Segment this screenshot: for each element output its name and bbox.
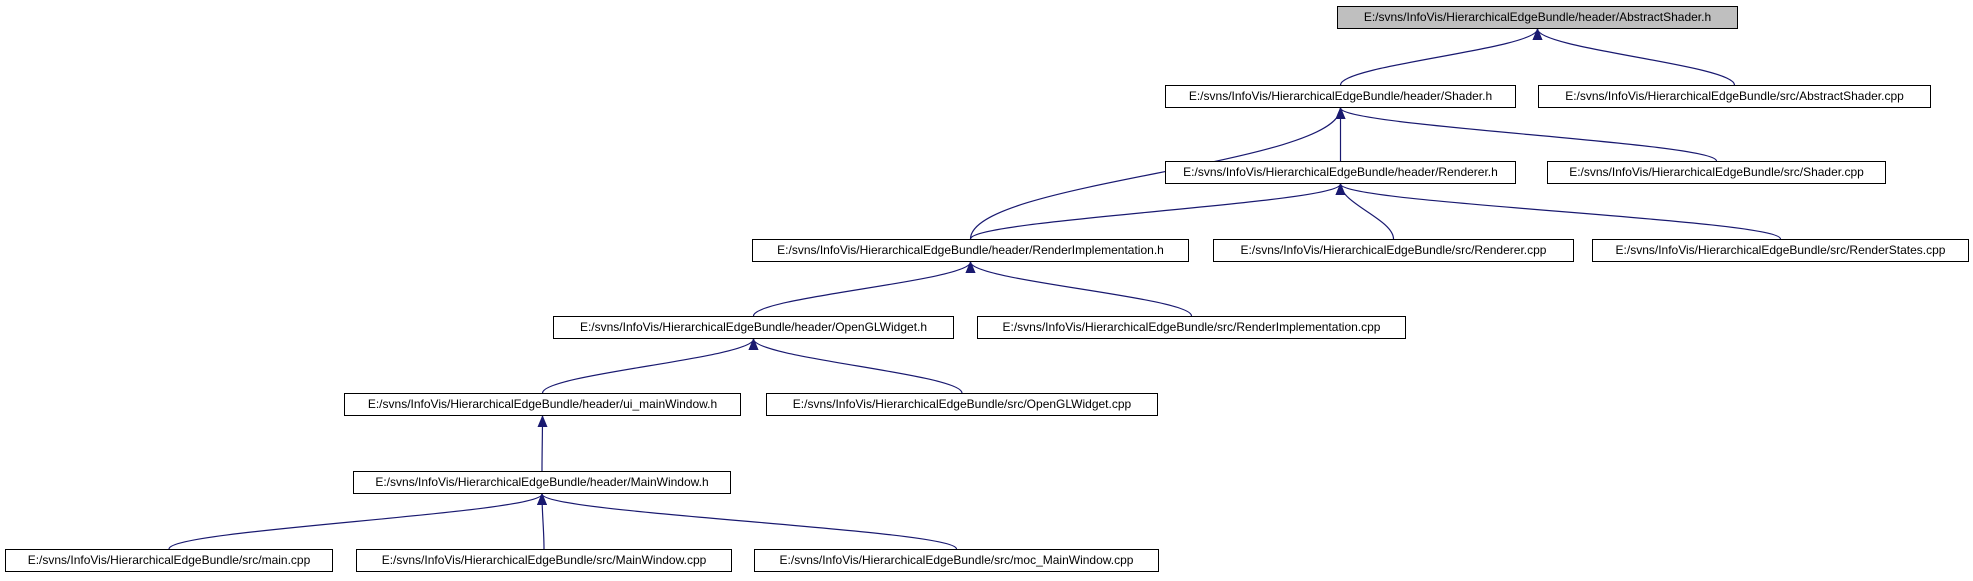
edge-main_cpp-to-mainwindow_h: [168, 493, 547, 550]
edge-renderstates_cpp-to-renderer_h: [1335, 183, 1782, 240]
edge-ui_mainwindow_h-to-openglwidget_h: [541, 338, 759, 394]
node-renderer-cpp[interactable]: E:/svns/InfoVis/HierarchicalEdgeBundle/s…: [1213, 239, 1574, 262]
node-moc-mainwindow-cpp[interactable]: E:/svns/InfoVis/HierarchicalEdgeBundle/s…: [754, 549, 1159, 572]
node-shader-cpp[interactable]: E:/svns/InfoVis/HierarchicalEdgeBundle/s…: [1547, 161, 1886, 184]
node-mainwindow-h[interactable]: E:/svns/InfoVis/HierarchicalEdgeBundle/h…: [353, 471, 731, 494]
node-ui-mainwindow-h[interactable]: E:/svns/InfoVis/HierarchicalEdgeBundle/h…: [344, 393, 741, 416]
edge-mainwindow_h-to-ui_mainwindow_h: [537, 415, 548, 472]
edge-shader_h-to-abstractshader_h: [1339, 28, 1543, 86]
edges: [168, 28, 1782, 550]
node-abstractshader-cpp[interactable]: E:/svns/InfoVis/HierarchicalEdgeBundle/s…: [1538, 85, 1931, 108]
edge-openglwidget_h-to-renderimplementation_h: [752, 261, 976, 317]
node-main-cpp[interactable]: E:/svns/InfoVis/HierarchicalEdgeBundle/s…: [5, 549, 333, 572]
node-openglwidget-h[interactable]: E:/svns/InfoVis/HierarchicalEdgeBundle/h…: [553, 316, 954, 339]
edge-renderimplementation_h-to-shader_h: [969, 107, 1346, 240]
edge-shader_cpp-to-shader_h: [1335, 107, 1718, 162]
edge-renderimplementation_cpp-to-renderimplementation_h: [965, 261, 1193, 317]
edge-renderimplementation_h-to-renderer_h: [969, 183, 1346, 240]
node-renderstates-cpp[interactable]: E:/svns/InfoVis/HierarchicalEdgeBundle/s…: [1592, 239, 1969, 262]
edge-moc_mainwindow_cpp-to-mainwindow_h: [537, 493, 958, 550]
edge-openglwidget_cpp-to-openglwidget_h: [748, 338, 963, 394]
node-openglwidget-cpp[interactable]: E:/svns/InfoVis/HierarchicalEdgeBundle/s…: [766, 393, 1158, 416]
node-renderer-h[interactable]: E:/svns/InfoVis/HierarchicalEdgeBundle/h…: [1165, 161, 1516, 184]
node-renderimplementation-h[interactable]: E:/svns/InfoVis/HierarchicalEdgeBundle/h…: [752, 239, 1189, 262]
node-renderimplementation-cpp[interactable]: E:/svns/InfoVis/HierarchicalEdgeBundle/s…: [977, 316, 1406, 339]
node-mainwindow-cpp[interactable]: E:/svns/InfoVis/HierarchicalEdgeBundle/s…: [356, 549, 732, 572]
edge-mainwindow_cpp-to-mainwindow_h: [537, 493, 548, 550]
edge-abstractshader_cpp-to-abstractshader_h: [1532, 28, 1736, 86]
node-abstractshader-h: E:/svns/InfoVis/HierarchicalEdgeBundle/h…: [1337, 6, 1738, 29]
node-shader-h[interactable]: E:/svns/InfoVis/HierarchicalEdgeBundle/h…: [1165, 85, 1516, 108]
